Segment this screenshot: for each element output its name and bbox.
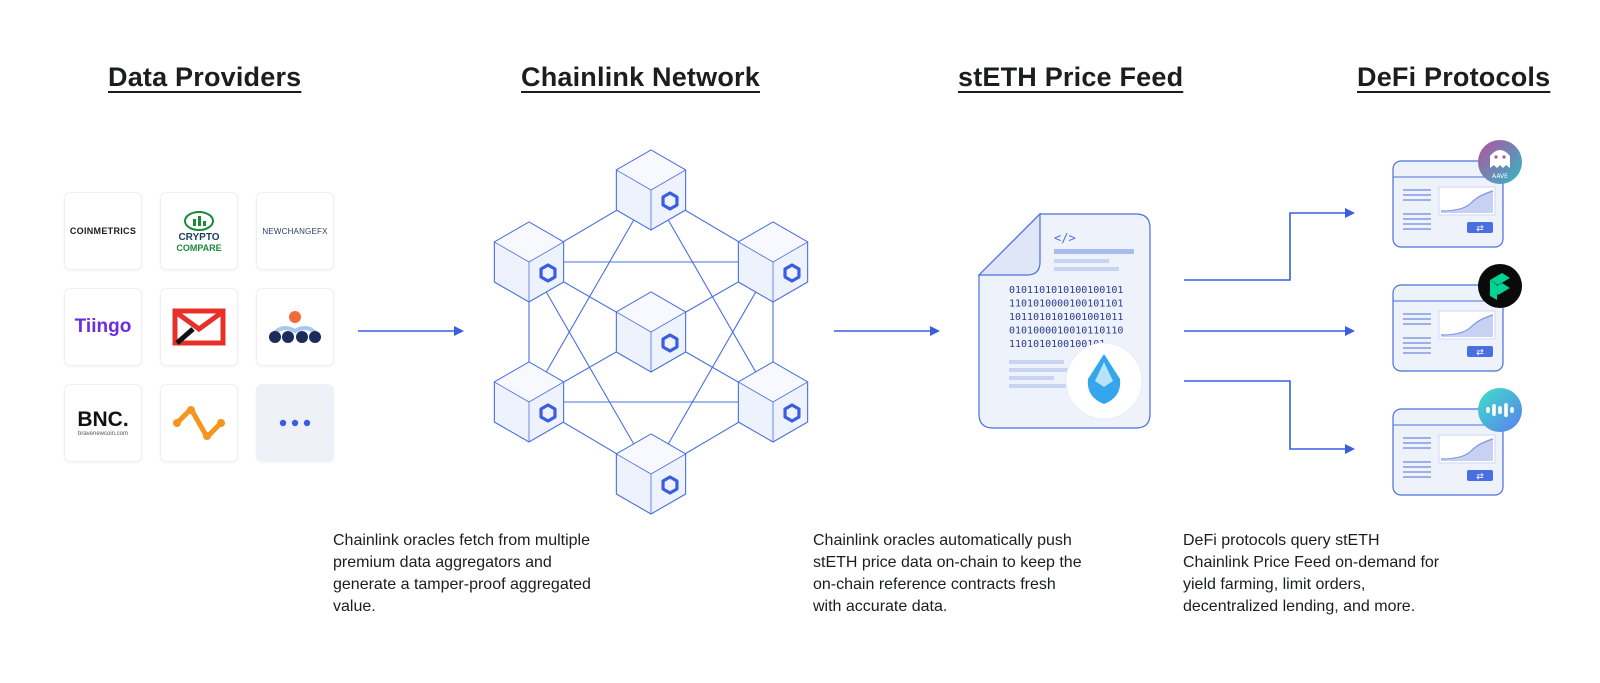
bnc-wordmark: BNC. <box>77 408 129 431</box>
swap-button <box>1467 470 1493 481</box>
chainlink-node-cube <box>615 433 687 515</box>
kaiko-logo <box>160 288 238 366</box>
chainlink-node-cube <box>737 361 809 443</box>
more-icon <box>279 419 311 427</box>
binary-line: 1101010100100101 <box>1009 339 1105 350</box>
swap-button <box>1467 346 1493 357</box>
newchangefx-logo: NEWCHANGEFX <box>256 192 334 270</box>
protocol-window: ⇄ <box>1392 160 1504 248</box>
data-providers-heading: Data Providers <box>108 62 302 92</box>
more-providers <box>256 384 334 462</box>
protocol-window: ⇄ <box>1392 284 1504 372</box>
compound-icon <box>1478 264 1522 308</box>
chainlink-node-cube <box>493 221 565 303</box>
chainlink-logo-icon <box>783 263 801 283</box>
protocol-windows: ⇄ ⇄ ⇄ AAVE <box>1392 140 1522 496</box>
chainlink-logo-icon <box>783 403 801 423</box>
nodes-logo-icon <box>269 311 321 343</box>
node-cubes <box>493 149 809 515</box>
newchangefx-wordmark: NEWCHANGEFX <box>262 226 328 236</box>
tiingo-logo: Tiingo <box>64 288 142 366</box>
binary-line: 0101000010010110110 <box>1009 326 1123 337</box>
provider-logo <box>256 288 334 366</box>
chainlink-node-cube <box>493 361 565 443</box>
kaiko-icon <box>172 308 226 346</box>
defi-caption: DeFi protocols query stETH Chainlink Pri… <box>1183 532 1440 615</box>
binary-line: 0101101010100100101 <box>1009 285 1123 296</box>
protocol-window: ⇄ <box>1392 408 1504 496</box>
bnc-logo: BNC. bravenewcoin.com <box>64 384 142 462</box>
steth-price-feed-heading: stETH Price Feed <box>958 62 1184 92</box>
feed-caption: Chainlink oracles automatically push stE… <box>813 532 1082 615</box>
price-feed-document: </> 0101101010100100101 11010100001001011… <box>977 212 1151 429</box>
lido-steth-icon <box>1087 354 1121 404</box>
cryptocompare-line1: CRYPTO <box>178 231 220 243</box>
bnc-url: bravenewcoin.com <box>77 431 129 437</box>
orange-chain-icon <box>173 406 225 440</box>
chainlink-logo-icon <box>661 475 679 495</box>
cryptocompare-logo: CRYPTO COMPARE <box>160 192 238 270</box>
coinmetrics-wordmark: COINMETRICS <box>69 226 137 236</box>
binary-data: 0101101010100100101 1101010000100101101 10… <box>1009 285 1123 350</box>
tiingo-wordmark: Tiingo <box>74 316 132 337</box>
binary-line: 1011010101001001011 <box>1009 312 1123 323</box>
chainlink-logo-icon <box>539 403 557 423</box>
swap-icon: ⇄ <box>1476 348 1484 358</box>
chainlink-node-cube <box>615 149 687 231</box>
binary-line: 1101010000100101101 <box>1009 299 1123 310</box>
protocol-icon <box>1478 388 1522 432</box>
chainlink-logo-icon <box>661 191 679 211</box>
code-tag: </> <box>1054 231 1076 245</box>
defi-protocols-heading: DeFi Protocols <box>1357 62 1551 92</box>
chainlink-node-cube <box>615 291 687 373</box>
cryptocompare-line2: COMPARE <box>176 242 222 253</box>
cryptocompare-symbol-icon <box>184 210 214 231</box>
chainlink-network-heading: Chainlink Network <box>521 62 760 92</box>
chainlink-logo-icon <box>539 263 557 283</box>
chainlink-logo-icon <box>661 333 679 353</box>
aave-label: AAVE <box>1492 173 1508 180</box>
swap-icon: ⇄ <box>1476 472 1484 482</box>
feed-to-protocol-1-arrow <box>1184 208 1355 281</box>
aave-icon: AAVE <box>1478 140 1522 184</box>
provider-logo-orange <box>160 384 238 462</box>
coinmetrics-logo: COINMETRICS <box>64 192 142 270</box>
chainlink-node-cube <box>737 221 809 303</box>
swap-button <box>1467 222 1493 233</box>
network-caption: Chainlink oracles fetch from multiple pr… <box>333 532 591 615</box>
feed-to-protocol-3-arrow <box>1184 380 1355 454</box>
swap-icon: ⇄ <box>1476 224 1484 234</box>
